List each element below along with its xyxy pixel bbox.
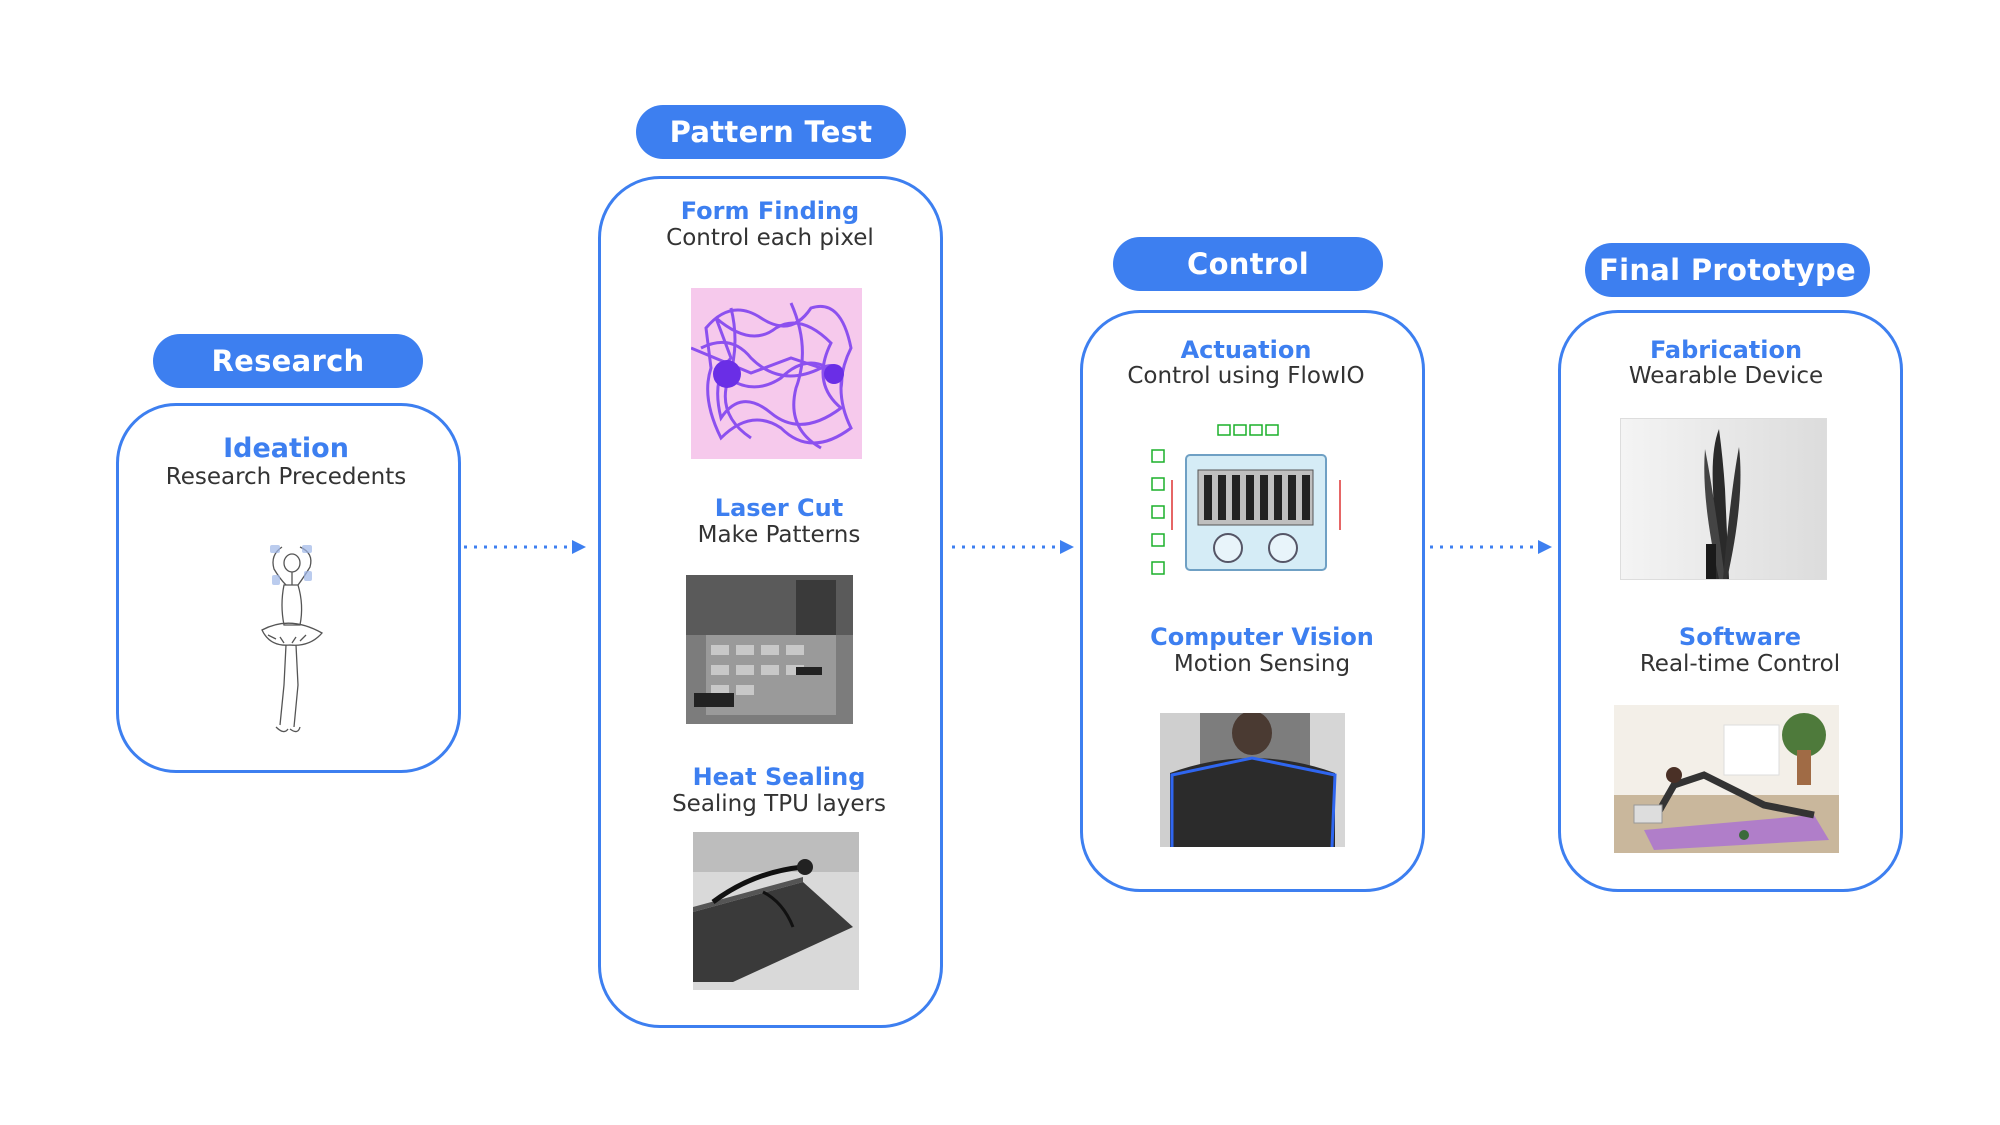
stage-label-pattern-test: Pattern Test [636, 105, 906, 159]
item-subtitle-laser-cut: Make Patterns [697, 522, 861, 548]
item-title-computer-vision: Computer Vision [1150, 623, 1374, 651]
item-subtitle-fabrication: Wearable Device [1628, 363, 1824, 389]
item-subtitle-software: Real-time Control [1639, 651, 1841, 677]
laser-cut-photo [686, 575, 853, 724]
item-subtitle-ideation: Research Precedents [165, 464, 407, 490]
stage-label-research: Research [153, 334, 423, 388]
item-title-laser-cut: Laser Cut [714, 494, 844, 522]
stage-label-control: Control [1113, 237, 1383, 291]
real-time-control-photo [1614, 705, 1839, 853]
computer-vision-photo [1160, 713, 1345, 847]
form-finding-pattern-image [691, 288, 862, 459]
stage-label-final-prototype: Final Prototype [1585, 243, 1870, 297]
wearable-device-photo [1620, 418, 1827, 580]
item-subtitle-actuation: Control using FlowIO [1127, 363, 1365, 389]
ballerina-sketch-image [240, 535, 340, 740]
arrow-right-icon [1430, 540, 1552, 554]
arrow-right-icon [952, 540, 1074, 554]
item-subtitle-form-finding: Control each pixel [666, 225, 874, 251]
item-subtitle-computer-vision: Motion Sensing [1173, 651, 1351, 677]
flowio-diagram-image [1148, 420, 1348, 585]
item-title-form-finding: Form Finding [680, 197, 860, 225]
item-title-ideation: Ideation [223, 433, 349, 464]
stage-card-research [116, 403, 461, 773]
item-title-actuation: Actuation [1180, 336, 1312, 364]
heat-sealing-photo [693, 832, 859, 990]
item-title-software: Software [1678, 623, 1802, 651]
arrow-right-icon [464, 540, 586, 554]
item-subtitle-heat-sealing: Sealing TPU layers [672, 791, 886, 817]
item-title-fabrication: Fabrication [1649, 336, 1803, 364]
item-title-heat-sealing: Heat Sealing [692, 763, 866, 791]
